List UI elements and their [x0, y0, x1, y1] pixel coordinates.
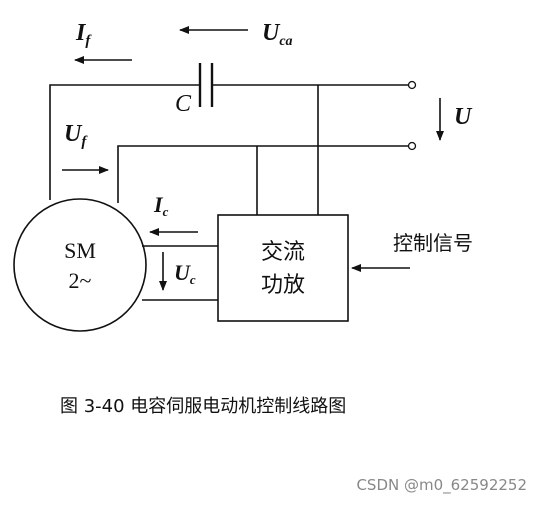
figure-caption: 图 3-40 电容伺服电动机控制线路图: [60, 396, 346, 417]
motor-circle: [13, 198, 147, 332]
watermark: CSDN @m0_62592252: [356, 476, 527, 495]
label-if: If: [75, 20, 92, 49]
amp-label-line1: 交流: [261, 240, 305, 265]
terminal-top: [407, 80, 417, 90]
wire-second: [117, 145, 408, 203]
label-uf: Uf: [64, 121, 88, 150]
label-u: U: [454, 104, 473, 130]
wire-top: [49, 84, 200, 200]
label-capacitor: C: [175, 91, 192, 117]
label-ic: Ic: [153, 192, 169, 219]
terminal-bottom: [407, 141, 417, 151]
amp-label-line2: 功放: [261, 273, 305, 298]
amplifier-box: [217, 214, 349, 322]
motor-label-phase: 2~: [69, 268, 92, 293]
motor-label-sm: SM: [64, 238, 96, 263]
label-uca: Uca: [262, 20, 293, 49]
label-control-signal: 控制信号: [393, 231, 473, 255]
label-uc: Uc: [174, 260, 196, 287]
